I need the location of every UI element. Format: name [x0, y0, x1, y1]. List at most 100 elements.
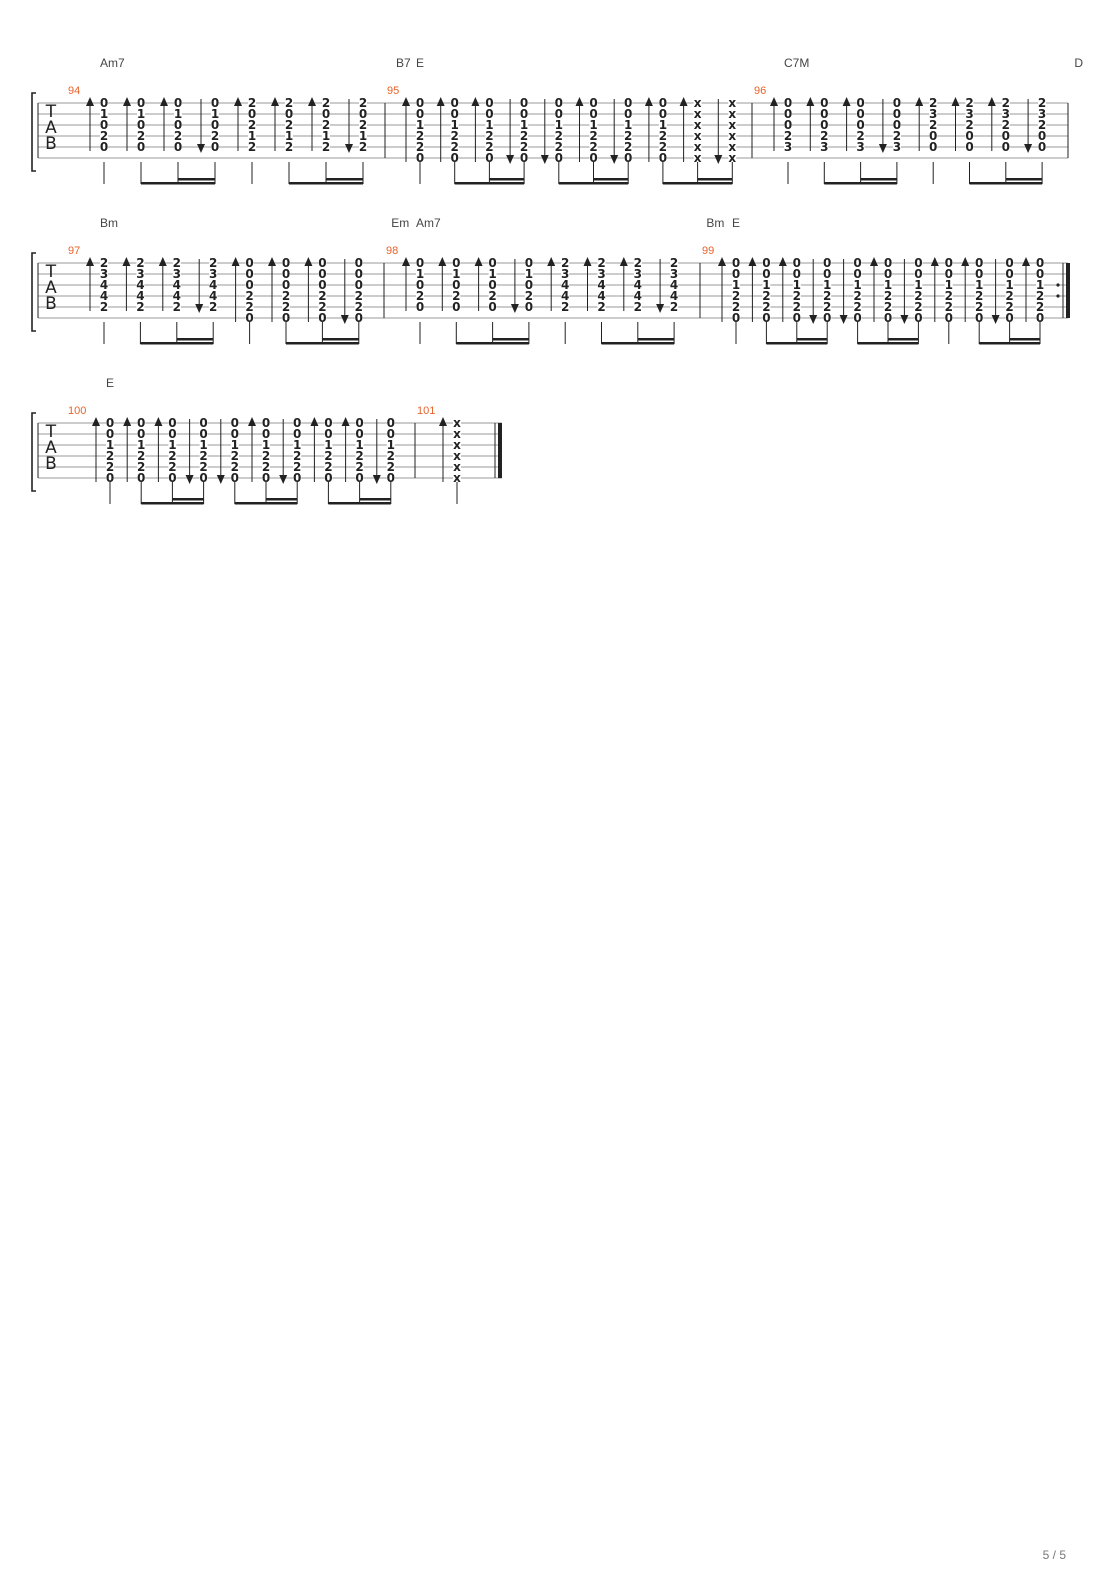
fret-mask	[248, 142, 256, 152]
fret-number: 1	[285, 129, 293, 143]
fret-mask	[1001, 142, 1010, 152]
fret-number: 1	[137, 438, 145, 452]
fret-number: 0	[1005, 256, 1013, 270]
fret-mask	[597, 280, 606, 290]
fret-mask	[853, 291, 862, 301]
beam	[979, 342, 1040, 345]
fret-number: 1	[884, 278, 892, 292]
strum-up-arrow	[547, 257, 556, 266]
fret-mask	[524, 280, 533, 290]
fret-number: 3	[634, 267, 642, 281]
strum-up-arrow	[92, 417, 100, 426]
fret-mask	[792, 280, 801, 290]
fret-mask	[100, 302, 108, 312]
fret-number: 4	[173, 278, 181, 292]
fret-mask	[199, 451, 208, 461]
fret-number: 3	[136, 267, 144, 281]
beam	[141, 502, 204, 505]
fret-number: 0	[318, 256, 326, 270]
beam-secondary	[489, 178, 525, 181]
strum-up-arrow	[158, 257, 167, 266]
fret-number: 1	[324, 438, 332, 452]
fret-number: 2	[106, 449, 114, 463]
fret-mask	[416, 109, 424, 119]
fret-number: 1	[452, 267, 460, 281]
fret-number: 0	[245, 267, 253, 281]
measure: 95E0012200012200012200012200012200012200…	[387, 56, 753, 185]
fret-mask	[597, 258, 606, 268]
fret-mask	[168, 440, 177, 450]
fret-mask	[561, 302, 570, 312]
fret-mask	[820, 120, 829, 130]
tab-clef-letter: B	[45, 294, 57, 314]
fret-mask	[524, 258, 533, 268]
fret-number: 2	[322, 140, 330, 154]
fret-mask	[520, 142, 529, 152]
fret-mask	[450, 98, 459, 108]
fret-number: 0	[485, 107, 493, 121]
fret-number: 1	[732, 278, 740, 292]
beam-secondary	[492, 338, 529, 341]
fret-mask	[856, 98, 865, 108]
fret-mask	[285, 131, 293, 141]
fret-mask	[914, 313, 923, 323]
fret-mask	[136, 291, 145, 301]
fret-number: x	[728, 140, 736, 154]
fret-number: 0	[975, 267, 983, 281]
fret-mask	[168, 451, 177, 461]
fret-number: 2	[670, 300, 678, 314]
strum-up-arrow	[271, 97, 279, 106]
fret-number: 0	[520, 107, 528, 121]
fret-mask	[892, 142, 901, 152]
fret-number: 0	[914, 267, 922, 281]
fret-mask	[732, 291, 740, 301]
tab-clef-letter: A	[45, 278, 57, 298]
fret-number: 0	[488, 256, 496, 270]
fret-number: 0	[100, 96, 108, 110]
fret-number: 0	[965, 129, 973, 143]
strum-up-arrow	[619, 257, 628, 266]
fret-mask	[554, 98, 563, 108]
fret-mask	[520, 131, 529, 141]
fret-number: 0	[1038, 140, 1046, 154]
fret-number: 0	[856, 107, 864, 121]
fret-mask	[792, 302, 801, 312]
fret-mask	[784, 131, 792, 141]
strum-up-arrow	[123, 97, 131, 106]
fret-number: 2	[387, 449, 395, 463]
fret-number: 1	[262, 438, 270, 452]
fret-number: 2	[137, 129, 145, 143]
fret-mask	[324, 462, 333, 472]
fret-mask	[670, 258, 679, 268]
fret-number: 2	[322, 118, 330, 132]
fret-number: 0	[359, 107, 367, 121]
fret-number: x	[694, 118, 702, 132]
strum-down-arrow	[540, 155, 549, 164]
fret-mask	[199, 462, 208, 472]
fret-number: 1	[168, 438, 176, 452]
fret-number: 2	[174, 129, 182, 143]
fret-number: 0	[525, 256, 533, 270]
fret-number: 2	[318, 300, 326, 314]
strum-up-arrow	[915, 97, 924, 106]
fret-mask	[285, 109, 293, 119]
fret-mask	[318, 269, 327, 279]
strum-up-arrow	[679, 97, 688, 106]
fret-mask	[884, 291, 892, 301]
fret-number: 1	[485, 118, 493, 132]
fret-mask	[100, 291, 108, 301]
fret-mask	[554, 120, 563, 130]
fret-number: 0	[137, 471, 145, 485]
fret-mask	[1005, 258, 1014, 268]
